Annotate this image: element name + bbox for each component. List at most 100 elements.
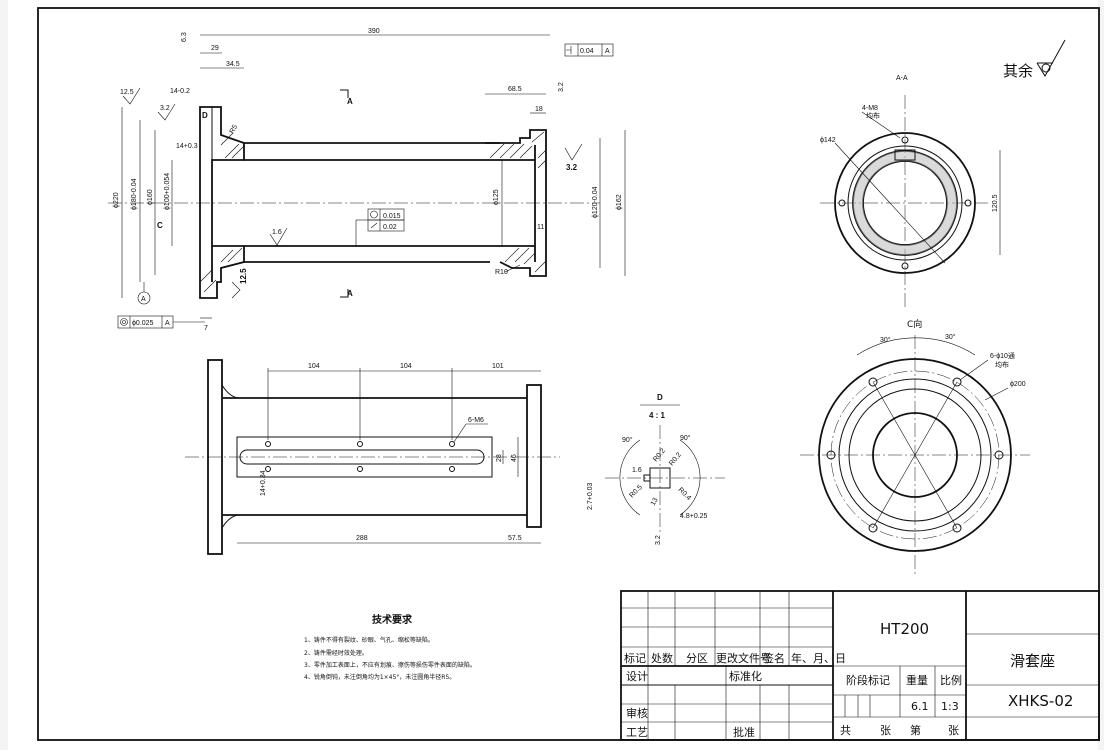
svg-text:张: 张 [880,724,891,737]
weight-value: 6.1 [911,700,929,713]
svg-text:ϕ0.025: ϕ0.025 [132,320,154,327]
dim-3-2-a: 3.2 [160,105,170,112]
dim-120-5: 120.5 [992,194,999,212]
dim-46: 46 [511,454,518,462]
datum-a [137,291,151,305]
dim-11: 11 [537,224,544,231]
svg-text:0.02: 0.02 [383,224,397,231]
label-6-m6: 6-M6 [468,417,484,424]
title-block: 标记 处数 分区 更改文件号 签名 年、月、日 设计 标准化 审核 工艺 批准 … [620,590,1100,741]
design-label: 设计 [626,670,648,683]
svg-text:处数: 处数 [651,652,673,665]
standard-label: 标准化 [729,669,762,683]
label-4-m8: 4-M8 [862,105,878,112]
dim-14: 14-0.2 [170,88,190,95]
svg-text:A: A [165,320,170,327]
dim-57-5: 57.5 [508,535,522,542]
technical-requirements: 技术要求 1、铸件不得有裂纹、砂眼、气孔、缩松等缺陷。 2、铸件需经时效处理。 … [304,613,476,681]
dim-phi160: ϕ160 [147,189,154,205]
drawing-number: XHKS-02 [1008,692,1073,710]
dim-phi120: ϕ120-0.04 [592,186,599,218]
process-label: 工艺 [626,726,648,739]
dim-2-7: 2.7+0.03 [587,482,594,510]
dim-18: 18 [535,106,543,113]
dim-34-5: 34.5 [226,61,240,68]
roughness-note: 其余 [1003,62,1033,80]
dim-phi100: ϕ100+0.054 [164,173,171,210]
perpendicularity-frame: 0.04 A [564,43,614,57]
dim-phi220: ϕ220 [113,192,120,208]
dim-6-3: 6.3 [181,32,188,42]
detail-scale: 4 : 1 [649,411,666,420]
view-c-arrow: C [157,221,163,230]
dim-14-tol-b: 14+0.34 [260,470,267,496]
tech-item-3: 3、零件加工表面上，不应有划痕、擦伤等损伤零件表面的缺陷。 [304,661,476,669]
coaxiality-frame: ϕ0.025 A [117,315,205,329]
dim-1-6-b: 1.6 [632,467,642,474]
dim-4-8: 4.8+0.25 [680,513,708,520]
svg-text:A: A [141,296,146,303]
dim-390: 390 [368,28,380,35]
detail-label: D [657,393,663,402]
dim-7: 7 [204,325,208,332]
dim-3-2-b: 3.2 [558,82,565,92]
svg-text:共: 共 [840,724,851,737]
dim-12-5: 12.5 [120,89,134,96]
dim-1-6: 1.6 [272,229,282,236]
svg-text:均布: 均布 [995,360,1009,369]
dim-104-b: 104 [400,363,412,370]
svg-text:更改文件号: 更改文件号 [716,651,771,665]
material: HT200 [880,620,929,638]
tolerance-frames: 0.015 0.02 [355,208,405,246]
dim-14-tol: 14+0.3 [176,143,198,150]
scale-value: 1:3 [941,700,959,713]
scale-label: 比例 [940,673,962,687]
svg-text:均布: 均布 [866,111,880,120]
roughness-3-2-d: 3.2 [655,535,662,545]
weight-label: 重量 [906,673,928,687]
label-6-holes: 6-ϕ10通 [990,351,1015,360]
section-a-a: A-A 4-M8 均布 ϕ142 120.5 [820,75,1001,310]
drawing-border [37,7,1100,741]
svg-text:0.015: 0.015 [383,213,401,220]
dim-288: 288 [356,535,368,542]
dim-104-a: 104 [308,363,320,370]
svg-text:签名: 签名 [763,651,785,665]
section-marker-top: A [347,97,353,106]
detail-d-marker: D [202,111,208,120]
section-marker-bottom: A [347,289,353,298]
main-section-view: A A 390 29 34.5 6.3 14-0.2 12.5 3.2 68.5… [108,28,626,332]
tech-item-2: 2、铸件需经时效处理。 [304,649,368,657]
svg-text:分区: 分区 [686,652,708,665]
approve-label: 批准 [733,725,755,739]
dim-101: 101 [492,363,504,370]
svg-text:0.04: 0.04 [580,48,594,55]
angle-30-a: 30° [880,336,891,344]
dim-68-5: 68.5 [508,86,522,93]
dim-phi162: ϕ162 [616,194,623,210]
section-label: A-A [896,75,908,82]
angle-90-a: 90° [622,436,633,444]
dim-phi125: ϕ125 [493,189,500,205]
review-label: 审核 [626,706,648,720]
dim-r10: R10 [495,269,508,276]
dim-r5: R5 [229,124,240,135]
top-view: 104 104 101 6-M6 288 57.5 28 46 14+0.34 [185,359,560,555]
dim-29: 29 [211,45,219,52]
tech-title: 技术要求 [372,613,413,626]
roughness-13: 13 [650,497,660,507]
svg-text:标记: 标记 [624,651,646,665]
dim-12-5-b: 12.5 [239,268,248,284]
dim-phi200: ϕ200 [1010,381,1026,388]
stage-label: 阶段标记 [846,673,890,687]
svg-text:A: A [605,48,610,55]
angle-90-b: 90° [680,434,691,442]
dim-28: 28 [496,454,503,462]
svg-text:张: 张 [948,724,959,737]
roughness-symbol [1036,39,1066,77]
svg-text:年、月、日: 年、月、日 [791,651,846,665]
tech-item-1: 1、铸件不得有裂纹、砂眼、气孔、缩松等缺陷。 [304,636,434,644]
part-name: 滑套座 [1010,652,1055,670]
angle-30-b: 30° [945,333,956,341]
